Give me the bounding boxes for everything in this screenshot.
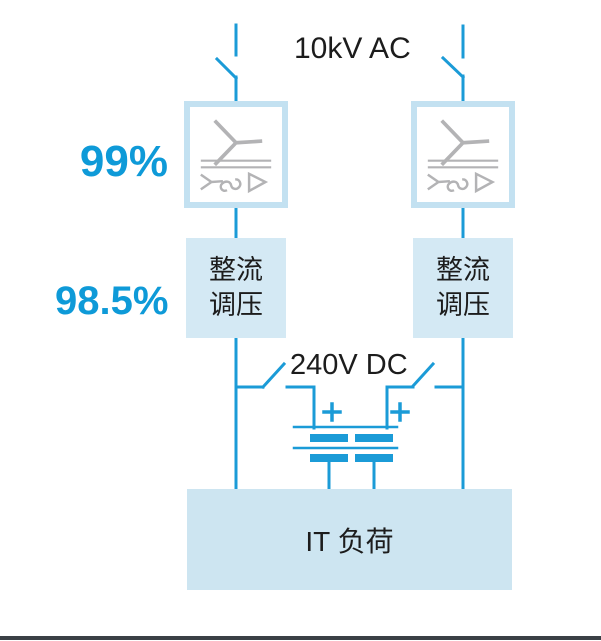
it-load-label: IT 负荷 xyxy=(305,525,394,557)
right-top-disconnect-switch-icon xyxy=(440,55,466,80)
left-battery-switch-icon xyxy=(234,361,316,430)
left-feeder-wire xyxy=(214,23,239,492)
dc-voltage-label: 240V DC xyxy=(290,349,408,381)
rectifier-efficiency-label: 98.5% xyxy=(55,279,169,323)
it-load-box: IT 负荷 xyxy=(187,489,512,590)
rectifier-label-line2: 调压 xyxy=(436,290,490,320)
left-rectifier-box: 整流 调压 xyxy=(186,238,286,338)
transformer-rectifier-icon xyxy=(200,118,272,193)
ac-voltage-label: 10kV AC xyxy=(294,32,411,65)
rectifier-label-line1: 整流 xyxy=(209,254,263,285)
transformer-rectifier-icon xyxy=(427,118,499,193)
rectifier-label-line1: 整流 xyxy=(436,254,490,285)
transformer-efficiency-label: 99% xyxy=(79,137,168,186)
right-rectifier-box: 整流 调压 xyxy=(413,238,513,338)
bottom-divider xyxy=(0,636,601,640)
left-top-disconnect-switch-icon xyxy=(214,56,239,81)
left-transformer-box xyxy=(184,101,288,208)
right-battery-switch-icon xyxy=(385,361,465,430)
rectifier-label-line2: 调压 xyxy=(209,290,263,320)
plus-polarity-icon xyxy=(322,402,342,422)
right-transformer-box xyxy=(411,101,515,208)
battery-icon xyxy=(292,402,410,492)
plus-polarity-icon xyxy=(390,402,410,422)
right-feeder-wire xyxy=(440,24,466,492)
